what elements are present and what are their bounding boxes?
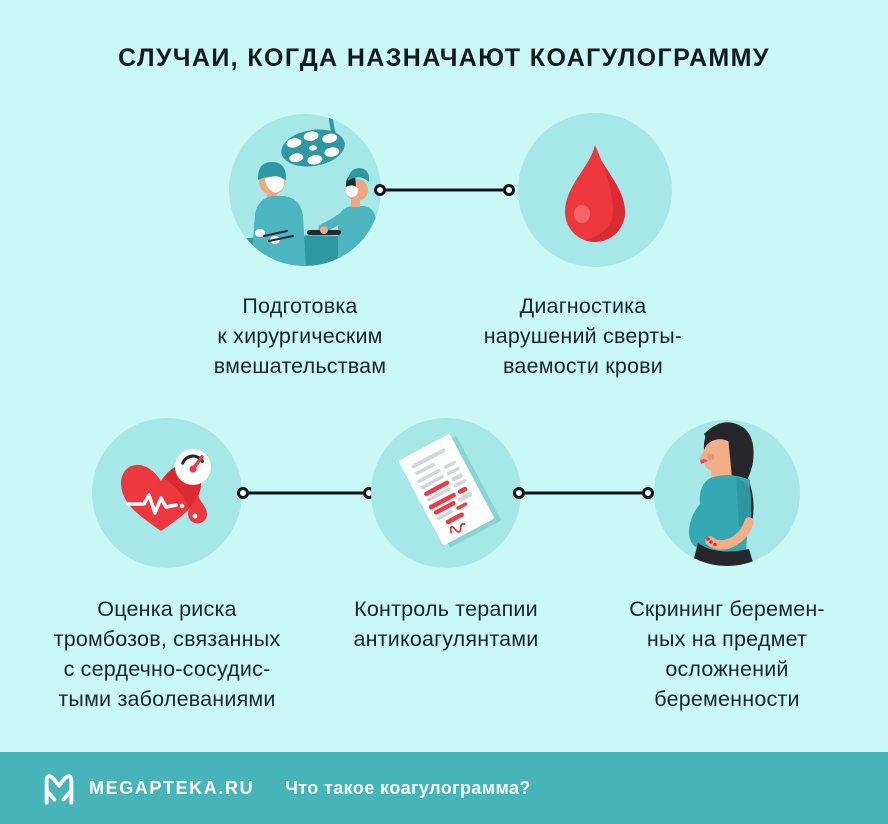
item-circle-heart-risk xyxy=(92,418,242,568)
surgery-icon xyxy=(229,114,381,266)
item-label-diagnostics: Диагностика нарушений сверты- ваемости к… xyxy=(483,294,683,378)
pregnant-woman-icon xyxy=(654,420,800,566)
item-label-anticoagulant-therapy: Контроль терапии антикоагулянтами xyxy=(353,597,539,651)
heart-risk-icon xyxy=(92,418,242,568)
item-label-pregnancy-screening: Скрининг беремен- ных на предмет осложне… xyxy=(629,597,825,711)
therapy-report-icon xyxy=(371,418,521,568)
connector-line-2 xyxy=(237,487,375,499)
connector-line-3 xyxy=(513,487,654,499)
megapteka-logo-icon xyxy=(44,774,74,805)
footer-article-link[interactable]: Что такое коагулограмма? xyxy=(285,777,531,798)
page-title: СЛУЧАИ, КОГДА НАЗНАЧАЮТ КОАГУЛОГРАММУ xyxy=(118,44,770,72)
item-circle-report xyxy=(371,418,521,568)
item-circle-blood-drop xyxy=(516,111,674,269)
item-circle-pregnant xyxy=(654,420,800,566)
footer-brand-text: MEGAPTEKA.RU xyxy=(89,777,255,798)
connector-line-1 xyxy=(374,184,515,196)
blood-drop-icon xyxy=(518,113,672,267)
footer-bar: MEGAPTEKA.RU Что такое коагулограмма? xyxy=(0,752,888,824)
item-circle-surgery xyxy=(227,112,383,268)
item-label-surgery: Подготовка к хирургическим вмешательства… xyxy=(213,294,387,378)
item-label-thrombosis-risk: Оценка риска тромбозов, связанных с серд… xyxy=(53,597,281,711)
